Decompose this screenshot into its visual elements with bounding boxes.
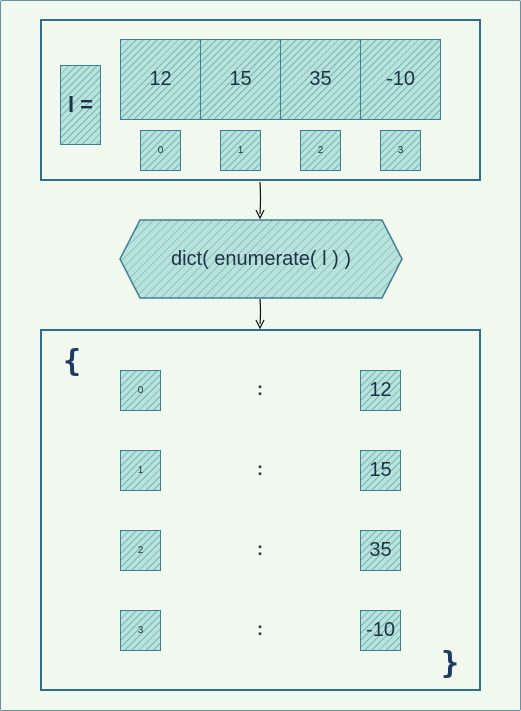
list-index-cell: 0 [140, 130, 181, 171]
operation-label: dict( enumerate( l ) ) [170, 247, 352, 270]
dict-key-cell: 2 [120, 530, 161, 571]
dict-value-cell: -10 [360, 610, 401, 651]
dict-key-cell: 0 [120, 370, 161, 411]
list-index-cell: 3 [380, 130, 421, 171]
input-list-panel [40, 19, 481, 181]
key-value-separator: : [257, 379, 263, 399]
dict-value-cell: 35 [360, 530, 401, 571]
dict-key-cell: 3 [120, 610, 161, 651]
list-value-cell: 35 [280, 39, 361, 120]
key-value-separator: : [257, 539, 263, 559]
list-value-cell: 15 [200, 39, 281, 120]
key-value-separator: : [257, 619, 263, 639]
open-brace: { [63, 344, 82, 379]
list-value-cell: -10 [360, 39, 441, 120]
dict-value-cell: 12 [360, 370, 401, 411]
dict-key-cell: 1 [120, 450, 161, 491]
list-index-cell: 2 [300, 130, 341, 171]
list-index-cell: 1 [220, 130, 261, 171]
list-value-cell: 12 [120, 39, 201, 120]
key-value-separator: : [257, 459, 263, 479]
variable-label: l = [60, 65, 101, 145]
close-brace: } [441, 646, 460, 681]
output-dict-panel [40, 329, 481, 691]
dict-value-cell: 15 [360, 450, 401, 491]
